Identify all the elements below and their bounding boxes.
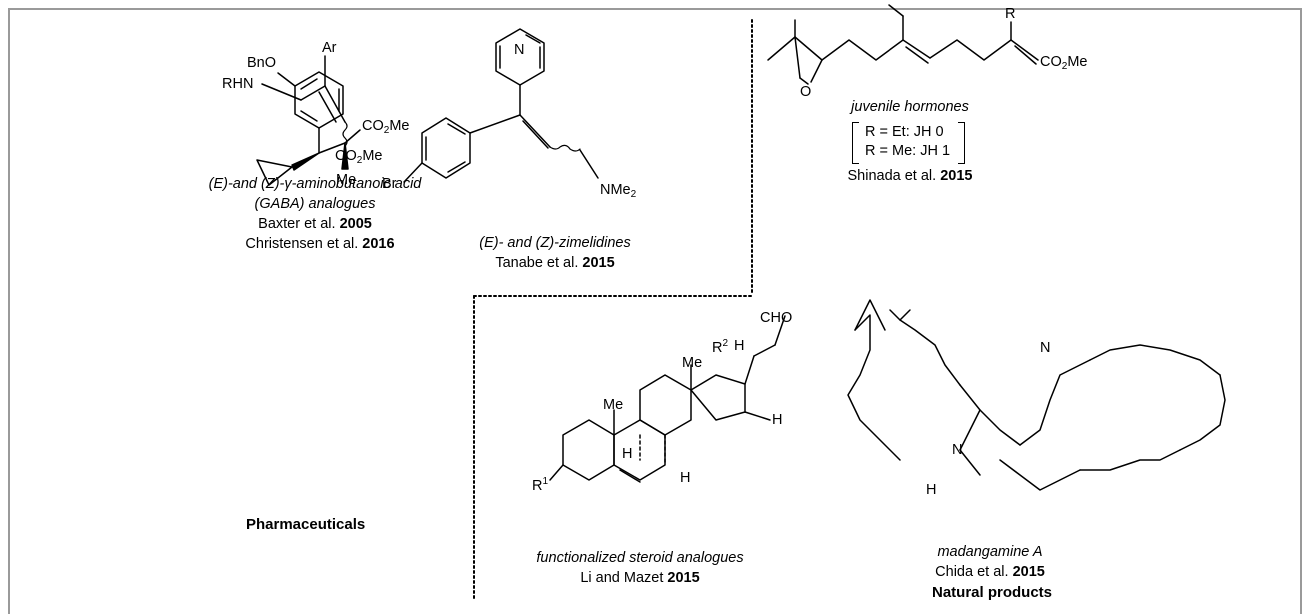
- juvenile-variants: R = Et: JH 0 R = Me: JH 1: [865, 123, 950, 161]
- atom-r2: R2: [712, 338, 729, 356]
- atom-h-side: H: [734, 338, 745, 354]
- atom-r: R: [1005, 6, 1016, 22]
- gaba-authors: Baxter et al.: [258, 216, 336, 232]
- caption-juvenile-authors: Shinada et al. 2015: [820, 166, 1000, 186]
- steroid-year: 2015: [667, 570, 700, 586]
- gaba-name-2: (GABA) analogues: [254, 196, 376, 212]
- section-natural-products: Natural products: [932, 584, 1053, 601]
- gaba-name: (E)-and (Z)-γ-aminobutanoic acid: [208, 176, 422, 192]
- atom-h-d-ring: H: [772, 412, 783, 428]
- gaba-year: 2005: [339, 216, 372, 232]
- atom-n-madangamine-1: N: [1040, 340, 1051, 356]
- steroid-authors: Li and Mazet: [580, 570, 664, 586]
- figure-frame: [8, 8, 1302, 614]
- caption-madangamine: madangamine A Chida et al. 2015: [900, 542, 1080, 582]
- bracket-left: [852, 122, 859, 164]
- atom-me-steroid: Me: [603, 397, 624, 413]
- atom-cho: CHO: [760, 310, 793, 326]
- atom-r1: R1: [532, 476, 549, 494]
- atom-n-pyridine: N: [514, 42, 525, 58]
- atom-n-madangamine-2: N: [952, 442, 963, 458]
- zimelidine-name: (E)- and (Z)-zimelidines: [479, 235, 631, 251]
- madangamine-name: madangamine A: [937, 544, 1043, 560]
- atom-me-steroid-top: Me: [682, 355, 703, 371]
- atom-h-madangamine: H: [926, 482, 937, 498]
- caption-gaba: (E)-and (Z)-γ-aminobutanoic acid (GABA) …: [190, 174, 440, 234]
- christensen-year: 2016: [362, 236, 395, 252]
- juvenile-year: 2015: [940, 168, 973, 184]
- juvenile-name: juvenile hormones: [851, 99, 969, 115]
- atom-co2me-jh: CO2Me: [1040, 54, 1088, 72]
- juvenile-variant-1: R = Et: JH 0: [865, 124, 944, 140]
- atom-h-steroid-1: H: [622, 446, 633, 462]
- atom-me-christensen: Me: [336, 172, 357, 188]
- atom-ar: Ar: [322, 40, 337, 56]
- steroid-name: functionalized steroid analogues: [536, 550, 744, 566]
- caption-zimelidine: (E)- and (Z)-zimelidines Tanabe et al. 2…: [440, 233, 670, 273]
- juvenile-variant-2: R = Me: JH 1: [865, 143, 951, 159]
- atom-o-epoxide: O: [800, 84, 812, 100]
- madangamine-authors: Chida et al.: [935, 564, 1009, 580]
- caption-christensen: Christensen et al. 2016: [220, 234, 420, 254]
- structure-madangamine: [847, 299, 1226, 491]
- caption-steroid: functionalized steroid analogues Li and …: [520, 548, 760, 588]
- zimelidine-authors: Tanabe et al.: [495, 255, 579, 271]
- divider-lines: [473, 19, 753, 601]
- structure-christensen: [256, 71, 361, 186]
- atom-h-steroid-2: H: [680, 470, 691, 486]
- section-pharmaceuticals: Pharmaceuticals: [246, 516, 366, 533]
- caption-juvenile-name: juvenile hormones: [820, 97, 1000, 117]
- atom-bno: BnO: [247, 55, 277, 71]
- juvenile-authors: Shinada et al.: [847, 168, 937, 184]
- structure-steroid: [549, 315, 786, 483]
- madangamine-year: 2015: [1012, 564, 1045, 580]
- zimelidine-year: 2015: [582, 255, 615, 271]
- atom-co2me-gaba: CO2Me: [335, 148, 383, 166]
- christensen-authors: Christensen et al.: [245, 236, 359, 252]
- atom-nme2: NMe2: [600, 182, 637, 200]
- atom-rhn: RHN: [222, 76, 254, 92]
- bracket-right: [958, 122, 965, 164]
- atom-co2me-christensen: CO2Me: [362, 118, 410, 136]
- structure-zimelidine: [403, 28, 599, 183]
- structure-juvenile-hormone: [767, 4, 1039, 85]
- atom-br: Br: [382, 176, 397, 192]
